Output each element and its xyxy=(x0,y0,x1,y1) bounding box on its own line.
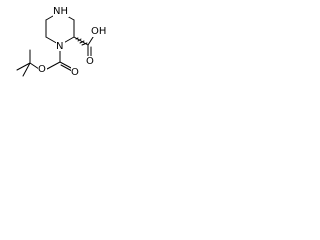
atom-label-o-acid: O xyxy=(86,56,94,67)
atom-label-nh: NH xyxy=(53,6,68,17)
bond-o-tbu xyxy=(29,62,40,70)
bond-carbonyl-o-double-b xyxy=(60,64,73,72)
bond-tbu-me3 xyxy=(22,62,31,77)
bond-carbonyl-o-double-a xyxy=(59,61,74,70)
atom-label-n1: N xyxy=(56,41,63,52)
chemical-structure-diagram: NH N OH O O O xyxy=(16,5,108,78)
atom-label-o-boc: O xyxy=(71,67,79,78)
atom-label-oh: OH xyxy=(91,26,106,37)
bond-c2-cooh xyxy=(73,36,89,46)
bond-carbonyl-o-ester xyxy=(46,61,61,70)
atom-label-o-ester: O xyxy=(38,64,46,75)
bond-tbu-me1 xyxy=(16,62,31,71)
